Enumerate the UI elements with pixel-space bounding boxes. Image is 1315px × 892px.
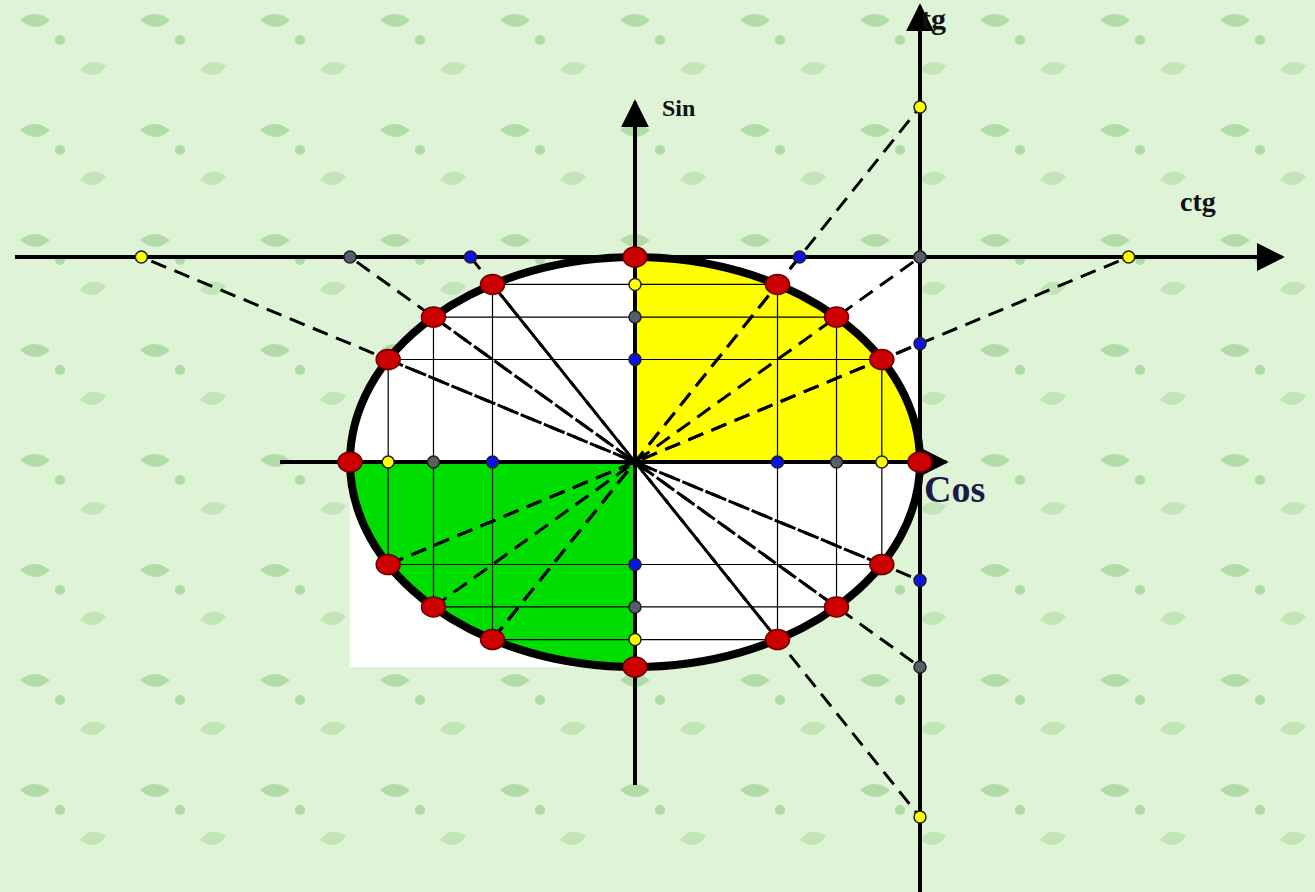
sine-axis-label: Sin: [662, 96, 695, 120]
unit-circle: [350, 257, 920, 667]
cotangent-axis-label: ctg: [1180, 188, 1216, 216]
angle-points: [338, 247, 932, 677]
cosine-axis-label: Cos: [924, 470, 985, 508]
third-quadrant: [350, 462, 635, 667]
value-dots: [135, 101, 1134, 823]
axes: [15, 6, 1282, 892]
tangent-axis-label: tg: [921, 4, 946, 34]
